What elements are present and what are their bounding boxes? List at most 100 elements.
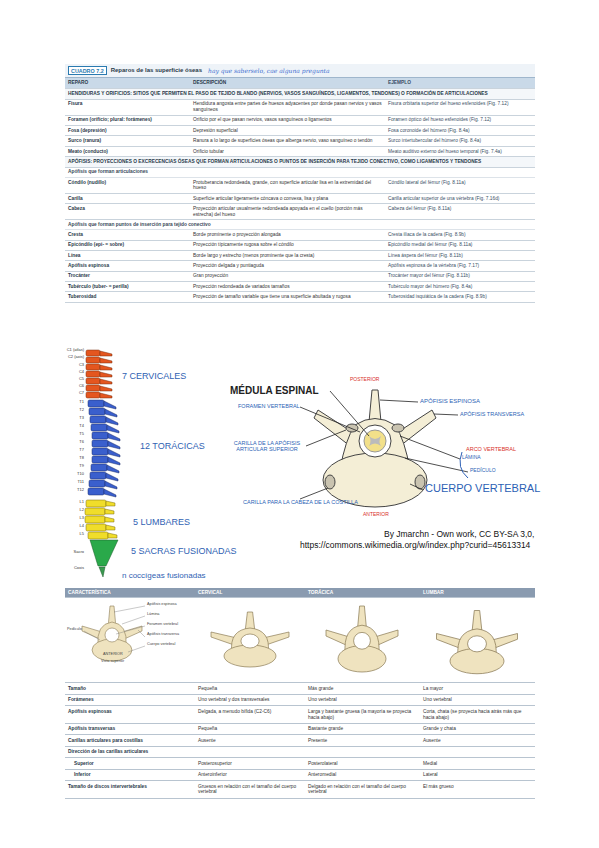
- landmark-name: Línea: [68, 253, 187, 259]
- table-title: Reparos de las superficie óseas: [111, 67, 202, 74]
- table-cell: Proyección de tamaño variable que tiene …: [190, 292, 385, 301]
- table-cell: Anteromedial: [305, 770, 420, 781]
- table-image-leaders: [84, 606, 145, 652]
- table-cell: Superior: [65, 758, 195, 769]
- row-heading: Tamaño de discos intervertebrales: [68, 784, 192, 790]
- row-heading: Apófisis transversas: [68, 726, 192, 732]
- table-cell: Proyección delgada y puntiaguda: [190, 261, 385, 270]
- subsection-heading-text: Apófisis que forman puntos de inserción …: [68, 222, 532, 228]
- landmark-description: Proyección redondeada de variados tamaño…: [193, 284, 382, 290]
- table-cell: TORÁCICA: [305, 588, 420, 597]
- vertebra-label: C2 (axis): [36, 355, 84, 360]
- vertebra-label: C7: [36, 391, 84, 396]
- table-cell: Foramen óptico del hueso esfenoides (Fig…: [385, 116, 535, 125]
- region-label: 5 LUMBARES: [133, 517, 190, 527]
- table-row: InferiorAnteroinferiorAnteromedialLatera…: [65, 770, 535, 782]
- table-value: Anteromedial: [308, 772, 417, 778]
- vertebra-label: L2: [36, 508, 84, 513]
- vertebra-superior-view: [369, 436, 381, 446]
- landmark-example: Tuberosidad isquiática de la cadera (Fig…: [388, 294, 532, 300]
- row-heading: Carillas articulares para costillas: [68, 738, 192, 744]
- spine-lumbar: [86, 500, 106, 507]
- part-label: Cuerpo vertebral: [147, 642, 175, 647]
- spine-lumbar: [85, 508, 105, 515]
- column-heading: CERVICAL: [198, 590, 302, 596]
- table-cell: Ausente: [195, 735, 305, 746]
- table-cell: Larga y bastante gruesa (la mayoría se p…: [305, 706, 420, 722]
- leader-lines: [410, 484, 423, 490]
- part-label: APÓFISIS ESPINOSA: [420, 398, 480, 405]
- spine-thoracic: [92, 432, 108, 439]
- part-label: PEDÍCULO: [470, 468, 496, 474]
- vertebra-label: T8: [36, 456, 84, 461]
- table-image-leaders: [122, 616, 145, 624]
- landmark-name: Meato (conducto): [68, 149, 187, 155]
- table-cell: Uno vertebral y dos transversales: [195, 695, 305, 706]
- table-cell: Apófisis espinosaLáminaForamen vertebral…: [65, 598, 195, 682]
- spine-thoracic: [91, 424, 107, 431]
- table-cell: Inferior: [65, 770, 195, 781]
- region-label: n coccígeas fusionadas: [122, 571, 206, 580]
- landmark-example: Tubérculo mayor del húmero (Fig. 8.4a): [388, 284, 532, 290]
- table-row: CrestaBorde prominente o proyección alon…: [65, 230, 535, 240]
- part-label: FORAMEN VERTEBRAL: [238, 403, 300, 409]
- table-cell: Grande y chata: [420, 724, 535, 735]
- landmark-example: Meato auditivo externo del hueso tempora…: [388, 149, 532, 155]
- spine-lumbar: [106, 525, 115, 530]
- vertebra-superior-view: [364, 430, 386, 452]
- landmark-name: Carilla: [68, 196, 187, 202]
- table-cell: Epicóndilo medial del fémur (Fig. 8.11a): [385, 241, 535, 250]
- table-cell: Tubérculo mayor del húmero (Fig. 8.4a): [385, 282, 535, 291]
- spine-lumbar: [105, 517, 114, 522]
- table-vertebra-images: [211, 612, 289, 667]
- table-cell: La mayor: [420, 683, 535, 694]
- image-credit: https://commons.wikimedia.org/w/index.ph…: [300, 541, 530, 551]
- landmark-description: Proyección de tamaño variable que tiene …: [193, 294, 382, 300]
- landmark-name: Apófisis espinosa: [68, 263, 187, 269]
- spine-thoracic: [105, 481, 117, 489]
- table-value: Ausente: [198, 738, 302, 744]
- spine-thoracic: [106, 417, 118, 425]
- table-value: Gruesos en relación con el tamaño del cu…: [198, 784, 302, 796]
- table-cell: Pequeña: [195, 683, 305, 694]
- landmark-example: Cresta ilíaca de la cadera (Fig. 8.9b): [388, 232, 532, 238]
- part-label: Lámina: [147, 612, 159, 617]
- landmark-description: Hendidura angosta entre partes de huesos…: [193, 101, 382, 113]
- spine-cervical: [86, 357, 100, 363]
- table-cell: Tuberosidad isquiática de la cadera (Fig…: [385, 292, 535, 301]
- table-vertebra-images: [82, 606, 518, 674]
- spine-cervical: [86, 350, 100, 356]
- vertebra-comparison-table: CARACTERÍSTICACERVICALTORÁCICALUMBARApóf…: [65, 588, 535, 799]
- spine-cervical: [100, 386, 112, 391]
- table-value: Posterosuperior: [198, 761, 302, 767]
- part-label: Apófisis transversa: [147, 632, 179, 637]
- table-cell: Uno vertebral: [420, 695, 535, 706]
- subsection-heading: Apófisis que forman articulaciones: [65, 168, 535, 178]
- spine-lumbar: [88, 532, 108, 539]
- spine-cervical: [100, 358, 112, 363]
- table-cell: Ranura a lo largo de superficies óseas q…: [190, 136, 385, 145]
- row-heading: Apófisis espinosas: [68, 709, 192, 715]
- landmark-description: Orificio tubular: [193, 149, 382, 155]
- part-label: ARCO VERTEBRAL: [466, 446, 516, 452]
- table-cell: Ausente: [420, 735, 535, 746]
- vertebra-label: L4: [36, 524, 84, 529]
- vertebra-label: T2: [36, 408, 84, 413]
- table-cell: Delgada, a menudo bífida (C2-C6): [195, 706, 305, 722]
- spine-thoracic: [105, 409, 117, 417]
- spine-thoracic: [88, 400, 120, 497]
- table-cell: Proyección articular usualmente redondea…: [190, 204, 385, 219]
- spine-thoracic: [106, 473, 118, 481]
- table-cell: [420, 598, 535, 682]
- table-value: Pequeña: [198, 686, 302, 692]
- table-vertebra-images: [82, 606, 142, 661]
- table-cell: Presente: [305, 735, 420, 746]
- spine-cervical: [100, 351, 112, 356]
- table-cell: REPARO: [65, 78, 190, 87]
- spine-lumbar: [108, 533, 117, 538]
- table-cell: Orificio tubular: [190, 147, 385, 156]
- spine-thoracic: [88, 400, 104, 407]
- table-value: Delgado en relación con el tamaño del cu…: [308, 784, 417, 796]
- region-label: 7 CERVICALES: [122, 371, 186, 381]
- table-cell: Dirección de las carillas articulares: [65, 747, 535, 758]
